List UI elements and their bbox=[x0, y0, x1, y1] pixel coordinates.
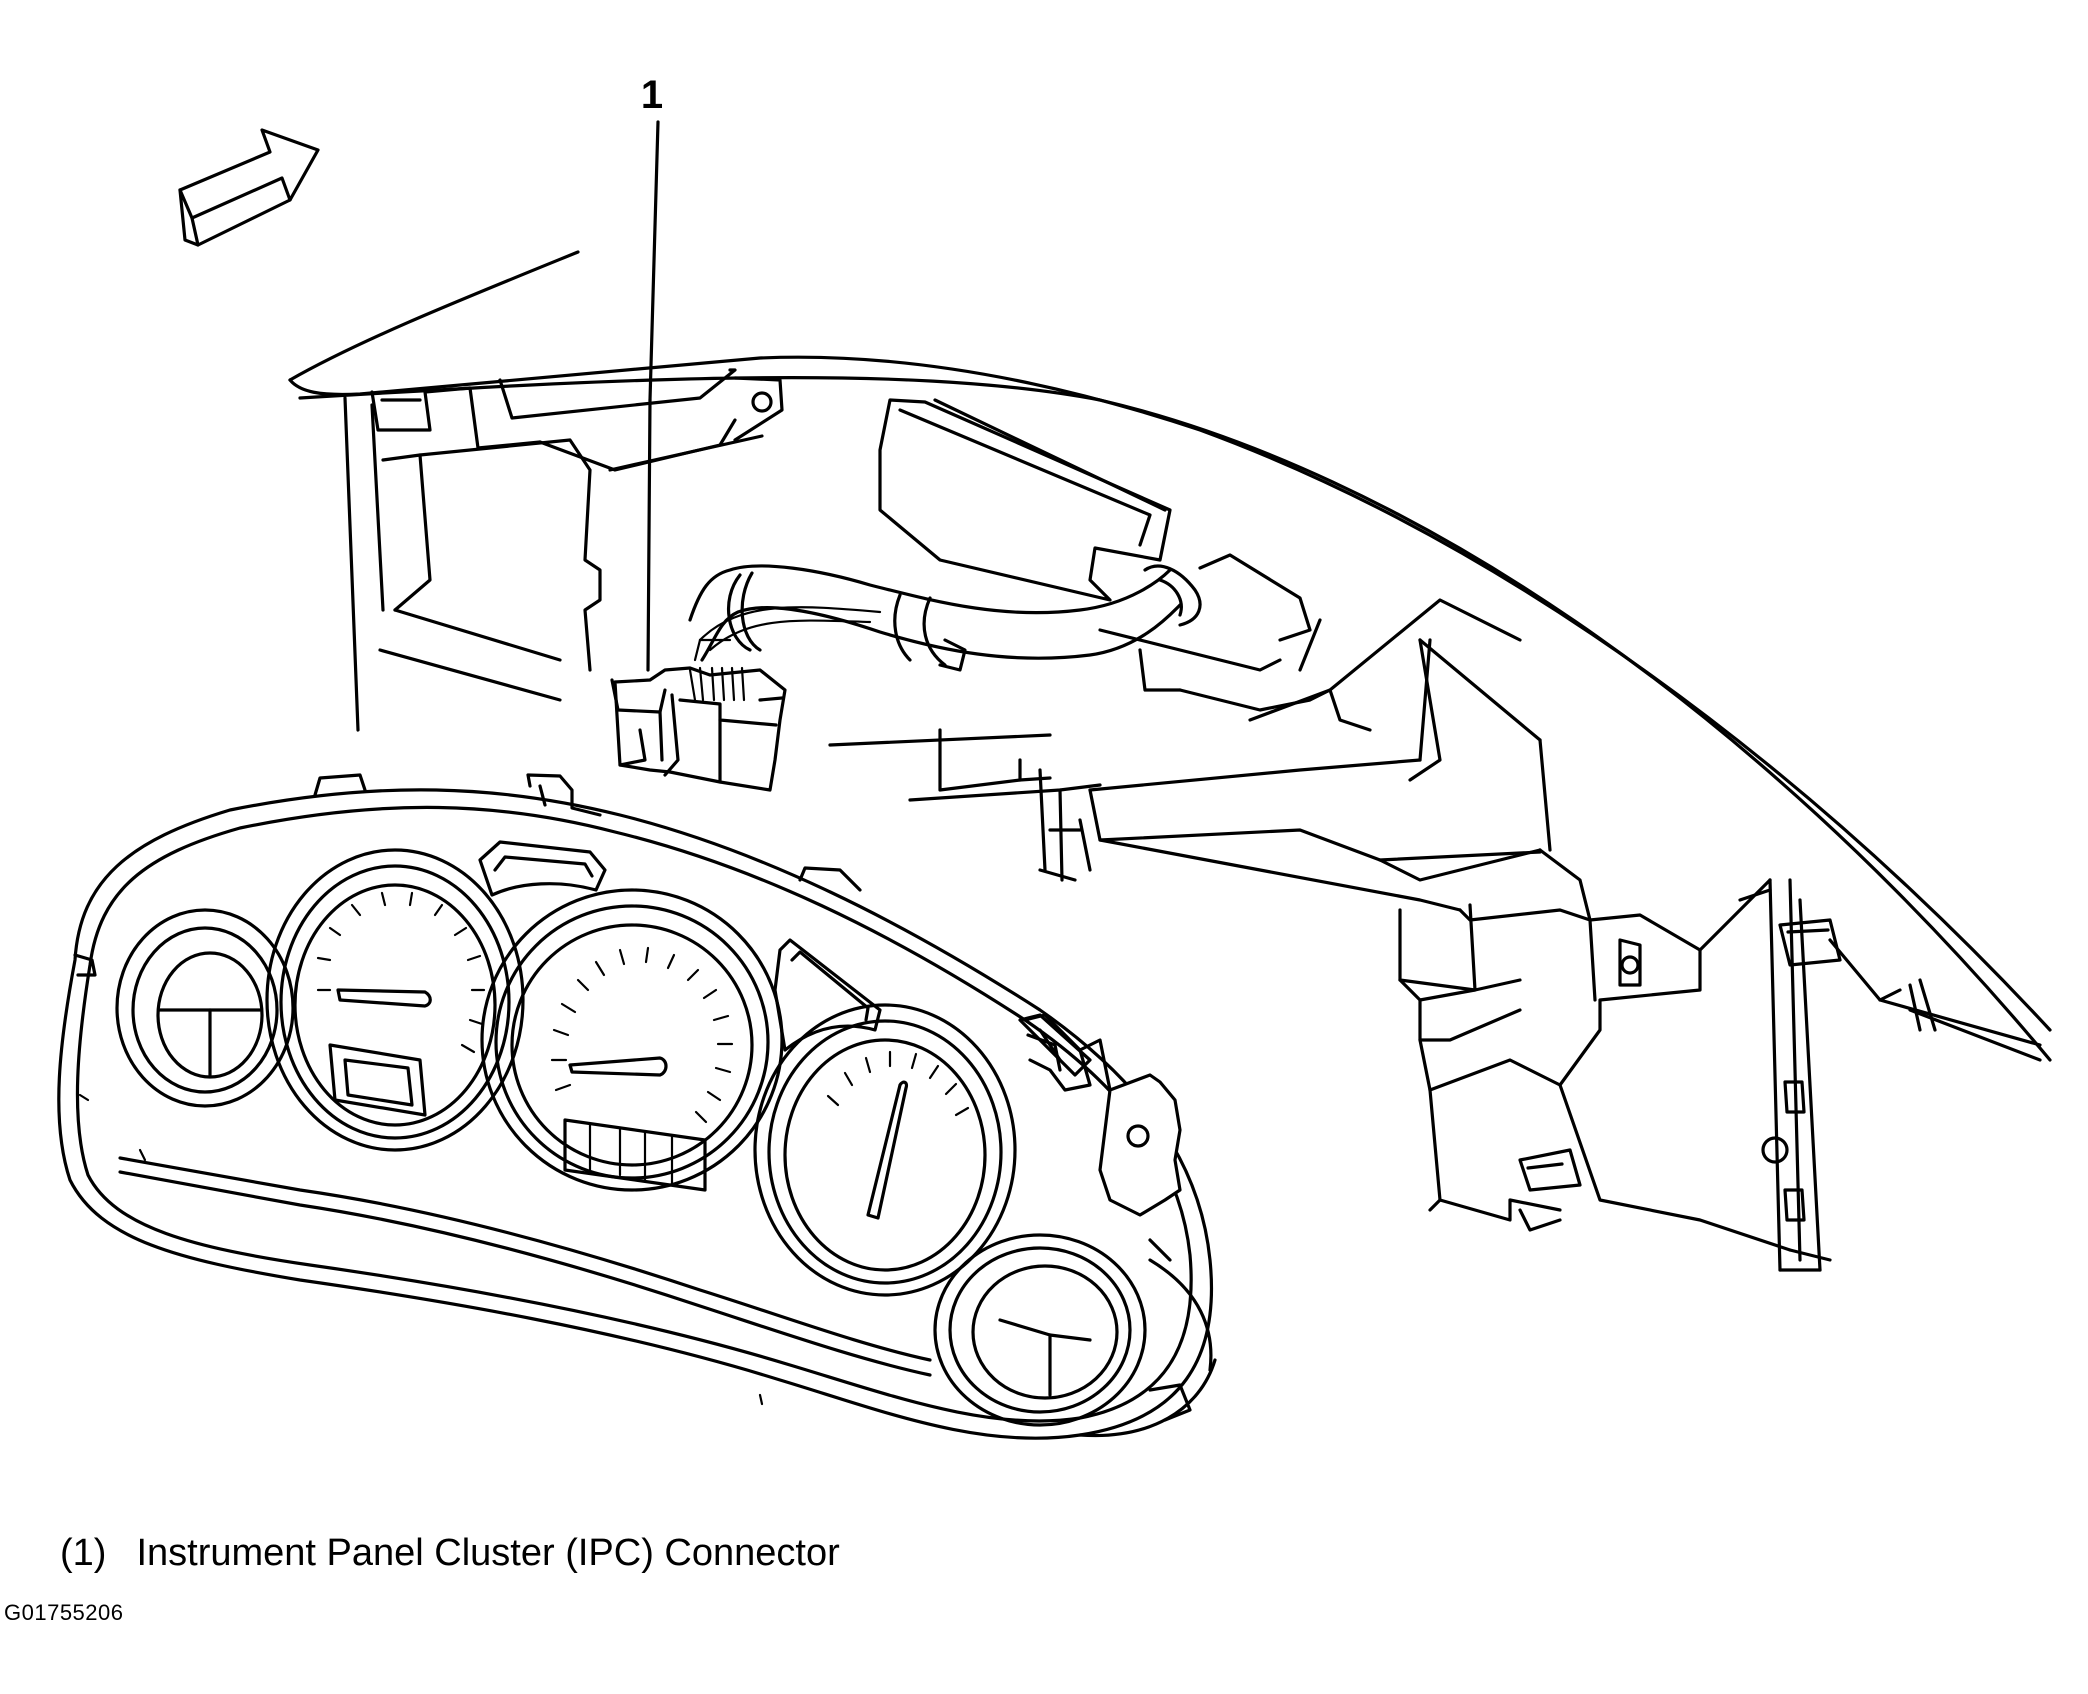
svg-text:1: 1 bbox=[641, 73, 663, 117]
tachometer-gauge bbox=[265, 848, 525, 1152]
instrument-panel-carrier bbox=[288, 250, 2052, 1272]
callout-1: 1 bbox=[641, 73, 663, 672]
forward-arrow-icon bbox=[178, 128, 320, 247]
legend-text: Instrument Panel Cluster (IPC) Connector bbox=[136, 1532, 840, 1574]
left-small-gauge bbox=[115, 908, 295, 1108]
right-small-gauge bbox=[933, 1233, 1147, 1427]
legend-item-1: (1) Instrument Panel Cluster (IPC) Connec… bbox=[60, 1532, 840, 1575]
ipc-connector bbox=[610, 638, 787, 792]
figure-id: G01755206 bbox=[4, 1600, 124, 1625]
fuel-gauge bbox=[753, 1003, 1017, 1297]
speedometer-gauge bbox=[480, 888, 784, 1192]
legend-ref: (1) bbox=[60, 1532, 107, 1574]
instrument-panel-cluster bbox=[57, 773, 1217, 1440]
wiring-harness bbox=[688, 564, 1202, 672]
